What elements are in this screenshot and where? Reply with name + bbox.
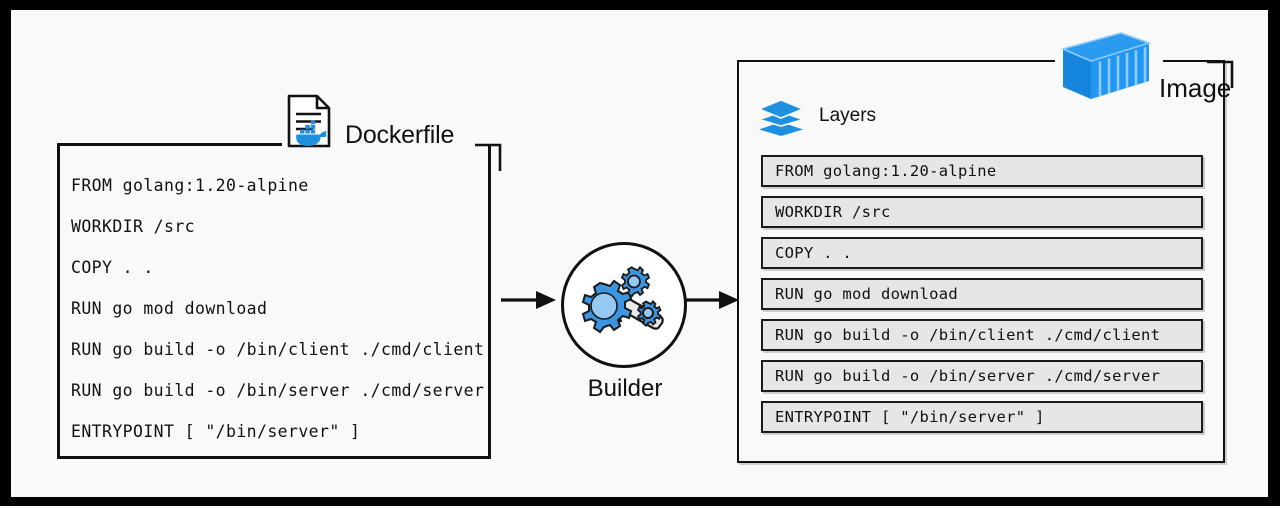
layer-list: FROM golang:1.20-alpine WORKDIR /src COP… bbox=[761, 155, 1203, 442]
layer-item-text: RUN go build -o /bin/client ./cmd/client bbox=[775, 326, 1161, 344]
dockerfile-line: RUN go build -o /bin/client ./cmd/client bbox=[71, 340, 485, 359]
image-box-border bbox=[737, 60, 1225, 463]
layer-item[interactable]: ENTRYPOINT [ "/bin/server" ] bbox=[761, 401, 1203, 433]
dockerfile-label-group: Dockerfile bbox=[283, 92, 454, 150]
dockerfile-label-connector bbox=[475, 143, 502, 171]
image-title: Image bbox=[1159, 72, 1232, 103]
layer-item-text: ENTRYPOINT [ "/bin/server" ] bbox=[775, 408, 1045, 426]
layers-header: Layers bbox=[757, 96, 876, 136]
layer-item-text: RUN go build -o /bin/server ./cmd/server bbox=[775, 367, 1161, 385]
layer-item[interactable]: COPY . . bbox=[761, 237, 1203, 269]
arrow-right-out-of-builder bbox=[684, 291, 739, 309]
layer-item[interactable]: FROM golang:1.20-alpine bbox=[761, 155, 1203, 187]
stacked-layers-icon bbox=[757, 99, 805, 136]
builder-group: Builder bbox=[554, 242, 696, 402]
dockerfile-line: RUN go mod download bbox=[71, 299, 268, 318]
image-label-connector bbox=[1207, 60, 1234, 88]
dockerfile-code-block: FROM golang:1.20-alpine WORKDIR /src COP… bbox=[71, 165, 485, 452]
dockerfile-box-border bbox=[57, 143, 491, 459]
dockerfile-line: ENTRYPOINT [ "/bin/server" ] bbox=[71, 422, 361, 441]
gears-wrench-icon bbox=[581, 265, 664, 334]
layer-item[interactable]: RUN go build -o /bin/client ./cmd/client bbox=[761, 319, 1203, 351]
layer-item-text: WORKDIR /src bbox=[775, 203, 891, 221]
layer-item[interactable]: WORKDIR /src bbox=[761, 196, 1203, 228]
dockerfile-border-gap bbox=[282, 139, 492, 146]
dockerfile-title: Dockerfile bbox=[345, 120, 455, 149]
image-panel: Layers FROM golang:1.20-alpine WORKDIR /… bbox=[737, 57, 1225, 463]
shipping-container-icon bbox=[1060, 32, 1151, 99]
dockerfile-panel: FROM golang:1.20-alpine WORKDIR /src COP… bbox=[57, 139, 492, 459]
image-label-group: Image bbox=[1055, 31, 1232, 103]
layer-item[interactable]: RUN go mod download bbox=[761, 278, 1203, 310]
layer-item-text: FROM golang:1.20-alpine bbox=[775, 162, 997, 180]
layer-item-text: RUN go mod download bbox=[775, 285, 959, 303]
dockerfile-line: COPY . . bbox=[71, 258, 154, 277]
layer-item-text: COPY . . bbox=[775, 244, 853, 262]
dockerfile-line: WORKDIR /src bbox=[71, 217, 196, 236]
builder-label: Builder bbox=[587, 375, 663, 402]
dockerfile-document-whale-icon bbox=[283, 92, 339, 150]
layers-label: Layers bbox=[819, 105, 877, 126]
layer-item[interactable]: RUN go build -o /bin/server ./cmd/server bbox=[761, 360, 1203, 392]
dockerfile-line: RUN go build -o /bin/server ./cmd/server bbox=[71, 381, 485, 400]
arrow-right-into-builder bbox=[501, 291, 556, 309]
dockerfile-line: FROM golang:1.20-alpine bbox=[71, 176, 309, 195]
diagram-stage: FROM golang:1.20-alpine WORKDIR /src COP… bbox=[11, 10, 1268, 497]
